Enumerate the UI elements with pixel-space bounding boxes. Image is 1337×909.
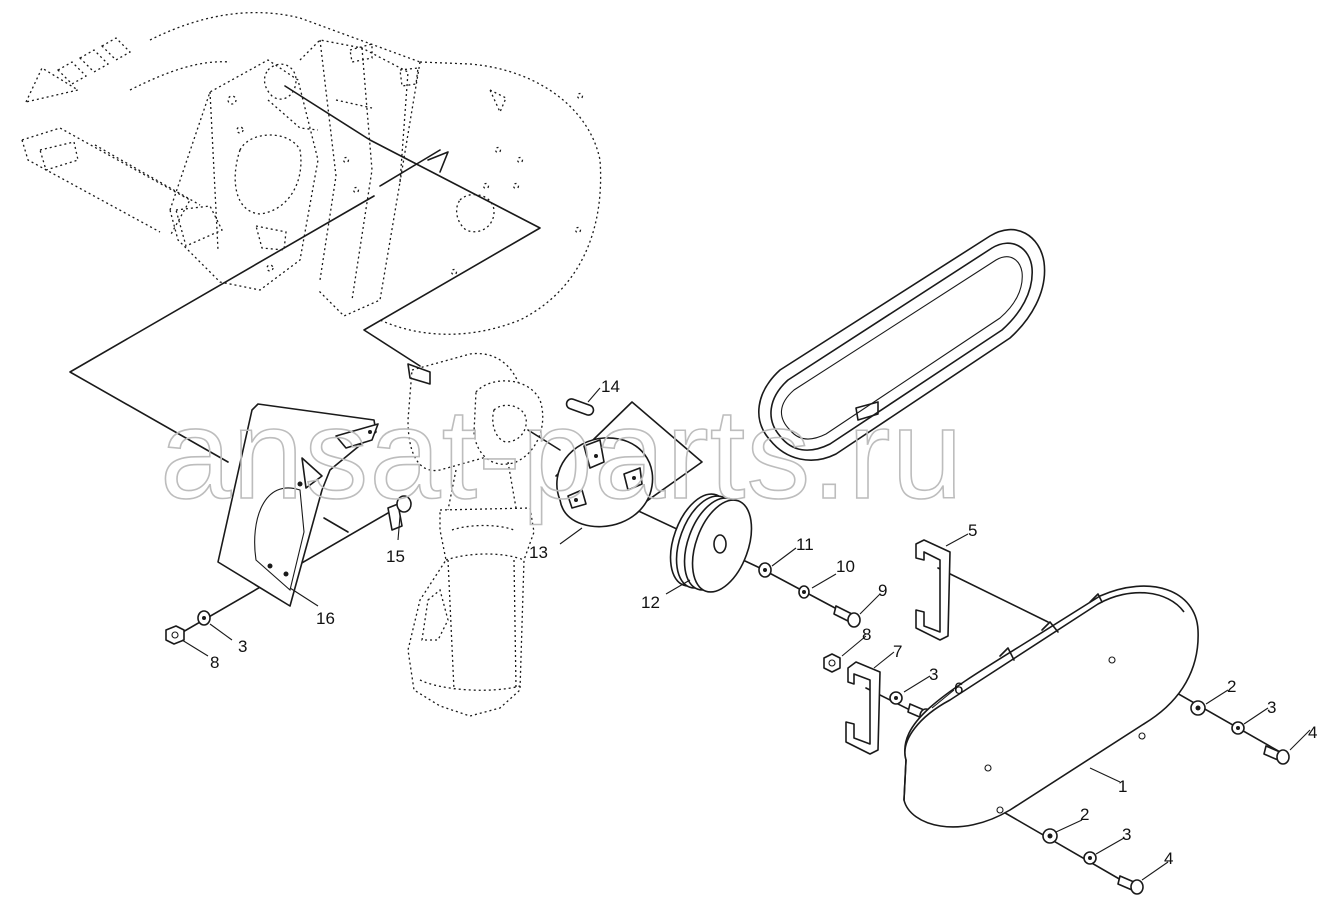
callout-part-16: 16 <box>316 609 335 628</box>
belt-cover-part-1 <box>903 585 1199 828</box>
callout-part-8-left: 8 <box>210 653 219 672</box>
washer-part-3-lower <box>1083 851 1097 865</box>
nut-part-8-middle <box>823 653 841 673</box>
flange-plate-part-13 <box>555 401 703 528</box>
bolt-part-9 <box>833 605 861 628</box>
callout-part-14: 14 <box>601 377 620 396</box>
callout-part-9: 9 <box>878 581 887 600</box>
washer-part-3-upper <box>1231 721 1245 735</box>
machine-frame <box>21 11 602 335</box>
callout-part-8-middle: 8 <box>862 625 871 644</box>
callout-part-1: 1 <box>1118 777 1127 796</box>
callout-part-4-upper: 4 <box>1308 723 1317 742</box>
callout-part-11: 11 <box>796 535 814 554</box>
key-part-14 <box>565 398 595 416</box>
direction-arrow-icon <box>24 37 132 103</box>
guard-plate-part-16 <box>217 403 379 607</box>
bolt-part-15 <box>387 495 412 531</box>
callout-part-12: 12 <box>641 593 660 612</box>
watermark-text: ansat-parts.ru <box>160 383 964 526</box>
callout-part-4-lower: 4 <box>1164 849 1173 868</box>
bolt-part-4-lower <box>1117 875 1144 895</box>
callout-part-3-middle: 3 <box>929 665 938 684</box>
callout-part-3-upper: 3 <box>1267 698 1276 717</box>
callout-part-2-upper: 2 <box>1227 677 1236 696</box>
washer-part-2-upper <box>1190 700 1206 716</box>
callout-part-13: 13 <box>529 543 548 562</box>
callout-part-15: 15 <box>386 547 405 566</box>
gearbox <box>407 352 561 717</box>
bolt-part-4-upper <box>1263 745 1290 765</box>
callout-part-5: 5 <box>968 521 977 540</box>
drive-belt <box>758 228 1046 461</box>
callout-part-3-left: 3 <box>238 637 247 656</box>
washer-part-11 <box>758 562 772 578</box>
bracket-part-5 <box>915 539 951 641</box>
callout-part-3-lower: 3 <box>1122 825 1131 844</box>
pulley-part-12 <box>669 493 753 593</box>
washer-part-2-lower <box>1042 828 1058 844</box>
callout-part-7: 7 <box>893 642 902 661</box>
leader-lines <box>181 387 1311 881</box>
washer-part-10 <box>798 585 810 599</box>
callout-part-10: 10 <box>836 557 855 576</box>
washer-part-3-left <box>197 610 211 626</box>
bracket-part-7 <box>845 661 881 755</box>
callout-part-6: 6 <box>954 679 963 698</box>
washer-part-3-middle <box>889 691 903 705</box>
callouts: 1 2 2 3 3 3 3 4 4 5 6 7 8 8 9 10 11 12 1… <box>210 377 1317 868</box>
nut-part-8-left <box>165 625 185 645</box>
callout-part-2-lower: 2 <box>1080 805 1089 824</box>
